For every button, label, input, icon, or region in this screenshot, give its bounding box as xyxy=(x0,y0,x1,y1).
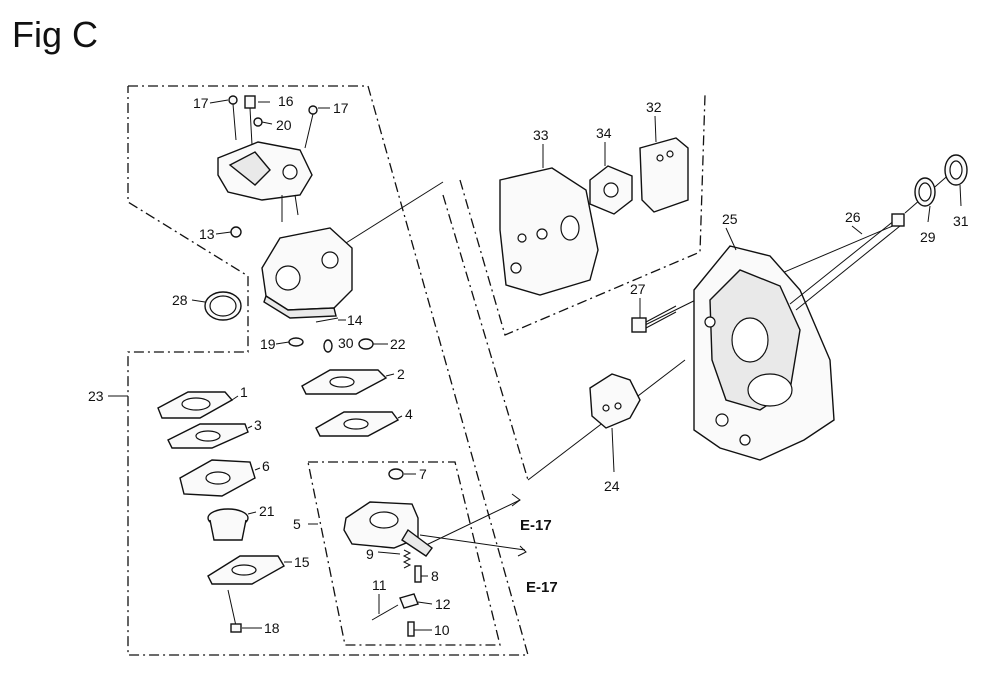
reference-e17-upper: E-17 xyxy=(520,517,552,534)
screw-19 xyxy=(288,337,304,347)
screw-10 xyxy=(407,621,415,637)
choke-body-part xyxy=(217,141,313,222)
callout-22: 22 xyxy=(390,336,406,352)
callout-31: 31 xyxy=(953,213,969,229)
callout-17b: 17 xyxy=(333,100,349,116)
diaphragm-3 xyxy=(167,423,249,449)
callout-4: 4 xyxy=(405,406,413,422)
primer-cup-21 xyxy=(207,508,249,541)
stud-26 xyxy=(789,213,905,311)
callout-33: 33 xyxy=(533,127,549,143)
gasket-2 xyxy=(301,369,388,395)
carburetor-body-part xyxy=(261,227,353,319)
pin-11 xyxy=(371,604,399,621)
needle-8 xyxy=(414,565,422,583)
gasket-group-outline xyxy=(459,94,706,336)
callout-8: 8 xyxy=(431,568,439,584)
callout-30: 30 xyxy=(338,335,354,351)
callout-7: 7 xyxy=(419,466,427,482)
lever-12 xyxy=(399,593,419,609)
callout-24: 24 xyxy=(604,478,620,494)
callout-10: 10 xyxy=(434,622,450,638)
subassembly-5-outline xyxy=(307,461,501,646)
callout-12: 12 xyxy=(435,596,451,612)
intake-insulator-25 xyxy=(693,245,835,461)
cover-6 xyxy=(179,459,256,497)
gasket-24 xyxy=(589,373,641,429)
callout-27: 27 xyxy=(630,281,646,297)
leader-dash-24 xyxy=(442,194,529,481)
callout-1: 1 xyxy=(240,384,248,400)
washer-20 xyxy=(253,117,263,127)
callout-20: 20 xyxy=(276,117,292,133)
pin-14 xyxy=(315,317,339,323)
callout-26: 26 xyxy=(845,209,861,225)
callout-32: 32 xyxy=(646,99,662,115)
carburetor-group-outline xyxy=(127,85,529,656)
callout-18: 18 xyxy=(264,620,280,636)
callout-16: 16 xyxy=(278,93,294,109)
callout-6: 6 xyxy=(262,458,270,474)
callout-23: 23 xyxy=(88,388,104,404)
screw-13 xyxy=(230,226,242,238)
diaphragm-4 xyxy=(315,411,400,437)
bolt-27 xyxy=(631,305,677,333)
callout-15: 15 xyxy=(294,554,310,570)
plate-15 xyxy=(207,555,285,585)
reference-e17-lower: E-17 xyxy=(526,579,558,596)
callout-5: 5 xyxy=(293,516,301,532)
screw-17-left xyxy=(228,95,238,141)
callout-13: 13 xyxy=(199,226,215,242)
callout-19: 19 xyxy=(260,336,276,352)
callout-34: 34 xyxy=(596,125,612,141)
bolt-18 xyxy=(227,589,242,633)
callout-28: 28 xyxy=(172,292,188,308)
gasket-33 xyxy=(499,167,599,296)
callout-21: 21 xyxy=(259,503,275,519)
plug-7 xyxy=(388,468,404,480)
callout-17a: 17 xyxy=(193,95,209,111)
callout-14: 14 xyxy=(347,312,363,328)
plate-32 xyxy=(639,137,689,213)
callout-25: 25 xyxy=(722,211,738,227)
plate-34 xyxy=(589,165,633,215)
pump-body-part xyxy=(343,501,433,557)
screw-16 xyxy=(244,95,256,146)
plug-22 xyxy=(358,338,374,350)
callout-2: 2 xyxy=(397,366,405,382)
spring-9 xyxy=(402,549,412,569)
screw-17-right xyxy=(304,105,318,149)
part-30 xyxy=(323,339,333,353)
callout-29: 29 xyxy=(920,229,936,245)
callout-11: 11 xyxy=(372,577,387,593)
gasket-1 xyxy=(157,391,234,419)
callout-3: 3 xyxy=(254,417,262,433)
figure-title: Fig C xyxy=(12,14,99,55)
callout-9: 9 xyxy=(366,546,374,562)
